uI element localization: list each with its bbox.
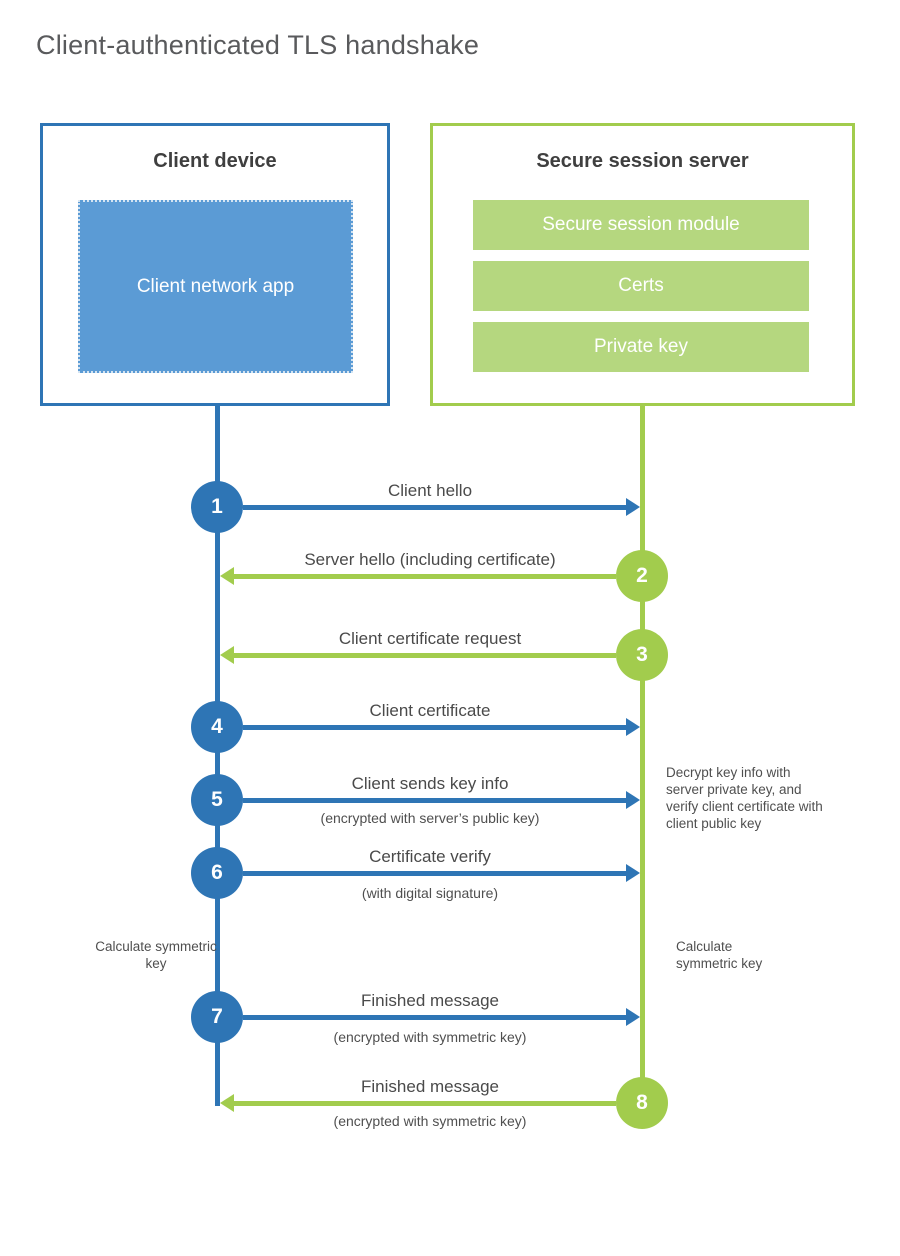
- message-arrow-line: [243, 505, 626, 510]
- server-lifeline: [640, 406, 645, 1103]
- step-number-badge: 8: [616, 1077, 668, 1129]
- arrowhead-left-icon: [220, 1094, 234, 1112]
- arrowhead-right-icon: [626, 718, 640, 736]
- message-arrow-line: [243, 1015, 626, 1020]
- message-sublabel: (with digital signature): [361, 885, 499, 901]
- calculate-symmetric-key-server-note: Calculate symmetric key: [676, 939, 763, 971]
- message-arrow-line: [234, 574, 616, 579]
- message-sublabel: (encrypted with server’s public key): [320, 810, 540, 826]
- message-label: Finished message: [361, 1077, 499, 1096]
- message-arrow-line: [234, 653, 616, 658]
- step-number-badge: 7: [191, 991, 243, 1043]
- client-device-box: Client device Client network app: [40, 123, 390, 406]
- message-arrow-line: [243, 725, 626, 730]
- message-label: Finished message: [361, 991, 499, 1010]
- step-number-badge: 5: [191, 774, 243, 826]
- arrowhead-right-icon: [626, 1008, 640, 1026]
- message-label: Client sends key info: [351, 774, 509, 793]
- arrowhead-right-icon: [626, 791, 640, 809]
- client-network-app-box: Client network app: [78, 200, 353, 373]
- client-lifeline: [215, 406, 220, 1106]
- message-sublabel: (encrypted with symmetric key): [333, 1029, 527, 1045]
- server-module-private-key: Private key: [473, 322, 809, 372]
- step-number-badge: 4: [191, 701, 243, 753]
- message-arrow-line: [243, 871, 626, 876]
- server-module-certs: Certs: [473, 261, 809, 311]
- message-label: Client certificate request: [338, 629, 522, 648]
- client-network-app-label: Client network app: [136, 276, 295, 297]
- secure-session-server-box: Secure session server Secure session mod…: [430, 123, 855, 406]
- message-label: Server hello (including certificate): [304, 550, 556, 569]
- arrowhead-left-icon: [220, 567, 234, 585]
- message-label: Client hello: [387, 481, 473, 500]
- client-device-title: Client device: [153, 150, 277, 172]
- step-number-badge: 1: [191, 481, 243, 533]
- message-arrow-line: [234, 1101, 616, 1106]
- arrowhead-right-icon: [626, 498, 640, 516]
- message-label: Certificate verify: [369, 847, 491, 866]
- step-number-badge: 2: [616, 550, 668, 602]
- message-sublabel: (encrypted with symmetric key): [333, 1113, 527, 1129]
- step-number-badge: 6: [191, 847, 243, 899]
- diagram-title: Client-authenticated TLS handshake: [36, 30, 480, 60]
- secure-session-server-title: Secure session server: [536, 150, 749, 172]
- message-arrow-line: [243, 798, 626, 803]
- decrypt-key-note: Decrypt key info with server private key…: [666, 765, 823, 831]
- message-label: Client certificate: [369, 701, 491, 720]
- calculate-symmetric-key-client-note: Calculate symmetric key: [95, 939, 217, 971]
- arrowhead-right-icon: [626, 864, 640, 882]
- server-module-secure-session: Secure session module: [473, 200, 809, 250]
- step-number-badge: 3: [616, 629, 668, 681]
- arrowhead-left-icon: [220, 646, 234, 664]
